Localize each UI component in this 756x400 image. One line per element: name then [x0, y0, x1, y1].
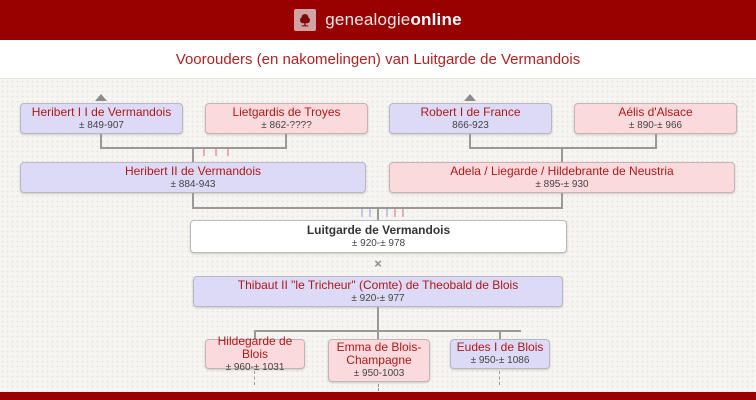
person-link[interactable]: Hildegarde de Blois — [217, 333, 293, 361]
person-link[interactable]: Heribert II de Vermandois — [124, 163, 262, 178]
brand-text-bold: online — [410, 10, 462, 29]
person-dates: 866-923 — [452, 119, 489, 131]
sibling-stub[interactable] — [215, 149, 217, 156]
person-box-grandfather-maternal[interactable]: Robert I de France 866-923 — [389, 103, 552, 134]
person-link[interactable]: Heribert I I de Vermandois — [31, 104, 172, 119]
connector-line — [377, 307, 379, 332]
connector-line — [469, 147, 657, 149]
person-dates: ± 920-± 977 — [351, 292, 405, 304]
person-box-spouse[interactable]: Thibaut II "le Tricheur" (Comte) de Theo… — [193, 276, 563, 307]
connector-line — [192, 147, 194, 162]
sibling-stub[interactable] — [227, 149, 229, 156]
sibling-stub[interactable] — [203, 149, 205, 156]
sibling-stub[interactable] — [394, 209, 396, 217]
person-box-child-3[interactable]: Eudes I de Blois ± 950-± 1086 — [450, 339, 550, 369]
person-dates: ± 960-± 1031 — [225, 361, 285, 373]
person-box-child-2[interactable]: Emma de Blois-Champagne ± 950-1003 — [328, 339, 430, 382]
person-link[interactable]: Lietgardis de Troyes — [232, 104, 341, 119]
connector-line — [254, 330, 256, 339]
person-link[interactable]: Emma de Blois-Champagne — [336, 340, 422, 367]
header-bar: genealogieonline — [0, 0, 756, 40]
connector-line — [254, 330, 521, 332]
person-dates: ± 950-± 1086 — [470, 355, 530, 366]
connector-line — [377, 330, 379, 339]
descendants-dashed-line — [499, 371, 500, 385]
person-dates: ± 950-1003 — [353, 368, 405, 379]
connector-line — [561, 193, 563, 208]
sibling-stub[interactable] — [386, 209, 388, 217]
person-link[interactable]: Adela / Liegarde / Hildebrante de Neustr… — [450, 163, 674, 178]
sibling-stub[interactable] — [402, 209, 404, 217]
connector-line — [561, 147, 563, 162]
sibling-stub[interactable] — [369, 209, 371, 217]
connector-line — [377, 207, 379, 220]
person-box-child-1[interactable]: Hildegarde de Blois ± 960-± 1031 — [205, 334, 305, 373]
title-bar: Voorouders (en nakomelingen) van Luitgar… — [0, 40, 756, 78]
person-box-grandmother-maternal[interactable]: Aélis d'Alsace ± 890-± 966 — [574, 103, 737, 134]
brand-text-normal: genealogie — [325, 10, 411, 29]
person-link[interactable]: Robert I de France — [420, 104, 521, 119]
person-box-grandfather-paternal[interactable]: Heribert I I de Vermandois ± 849-907 — [20, 103, 183, 134]
person-dates: ± 890-± 966 — [628, 119, 683, 131]
person-box-father[interactable]: Heribert II de Vermandois ± 884-943 — [20, 162, 366, 193]
person-box-grandmother-paternal[interactable]: Lietgardis de Troyes ± 862-???? — [205, 103, 368, 134]
person-dates: ± 884-943 — [170, 178, 216, 190]
footer-bar — [0, 392, 756, 400]
person-link[interactable]: Eudes I de Blois — [456, 340, 544, 354]
person-dates: ± 895-± 930 — [535, 178, 589, 190]
person-dates: ± 920-± 978 — [351, 237, 406, 249]
person-dates: ± 862-???? — [261, 119, 312, 131]
expand-ancestors-arrow-icon[interactable] — [95, 94, 107, 101]
tree-icon[interactable] — [294, 9, 317, 31]
descendants-dashed-line — [378, 384, 379, 395]
expand-ancestors-arrow-icon[interactable] — [464, 94, 476, 101]
person-name: Luitgarde de Vermandois — [306, 222, 451, 237]
descendants-dashed-line — [254, 371, 255, 385]
connector-line — [192, 193, 194, 208]
person-link[interactable]: Thibaut II "le Tricheur" (Comte) de Theo… — [237, 277, 519, 292]
connector-line — [499, 330, 501, 339]
family-tree-canvas: Heribert I I de Vermandois ± 849-907 Lie… — [0, 78, 756, 395]
person-dates: ± 849-907 — [79, 119, 124, 131]
sibling-stub[interactable] — [361, 209, 363, 217]
connector-line — [285, 134, 287, 148]
person-link[interactable]: Aélis d'Alsace — [618, 104, 693, 119]
connector-line — [469, 134, 471, 148]
connector-line — [100, 134, 102, 148]
connector-line — [655, 134, 657, 148]
page-title: Voorouders (en nakomelingen) van Luitgar… — [175, 50, 581, 68]
brand-logo[interactable]: genealogieonline — [325, 10, 461, 30]
marriage-symbol: × — [374, 256, 382, 271]
person-box-subject: Luitgarde de Vermandois ± 920-± 978 — [190, 220, 567, 253]
person-box-mother[interactable]: Adela / Liegarde / Hildebrante de Neustr… — [389, 162, 735, 193]
